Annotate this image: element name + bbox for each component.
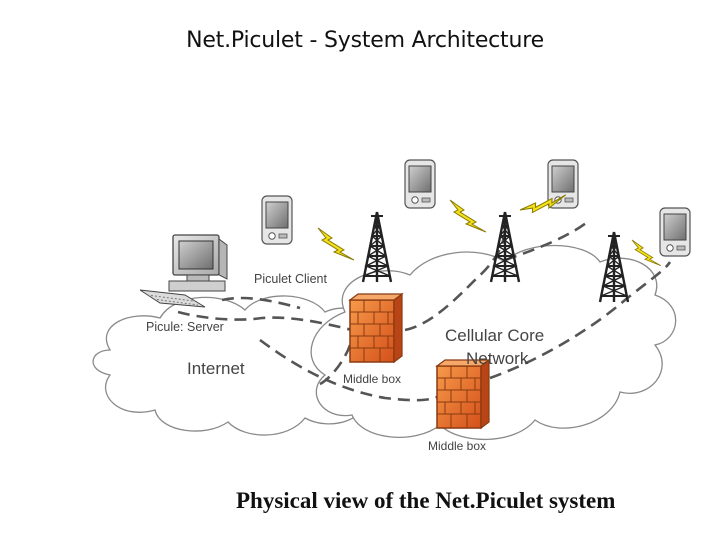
picule-server-label: Picule: Server <box>146 320 224 334</box>
pda-device-icon <box>404 159 436 209</box>
cellular-core-network-label-line2: Network <box>466 349 529 368</box>
internet-label: Internet <box>187 359 245 378</box>
connection-paths <box>177 218 672 402</box>
wireless-bolt-icon <box>449 199 487 233</box>
middle-box-label: Middle box <box>343 372 401 386</box>
pda-device-icon <box>547 159 579 209</box>
slide-title: Net.Piculet - System Architecture <box>186 28 544 53</box>
server-computer-icon <box>139 234 228 308</box>
piculet-client-label: Piculet Client <box>254 272 327 286</box>
figure-caption: Physical view of the Net.Piculet system <box>236 488 616 513</box>
wireless-bolt-icon <box>317 227 355 261</box>
middle-box-label: Middle box <box>428 439 486 453</box>
pda-device-icon <box>659 207 691 257</box>
firewall-middle-box-icon <box>436 359 490 429</box>
cellular-core-network-label-line1: Cellular Core <box>445 326 544 345</box>
firewall-middle-box-icon <box>349 293 403 363</box>
pda-device-icon <box>261 195 293 245</box>
